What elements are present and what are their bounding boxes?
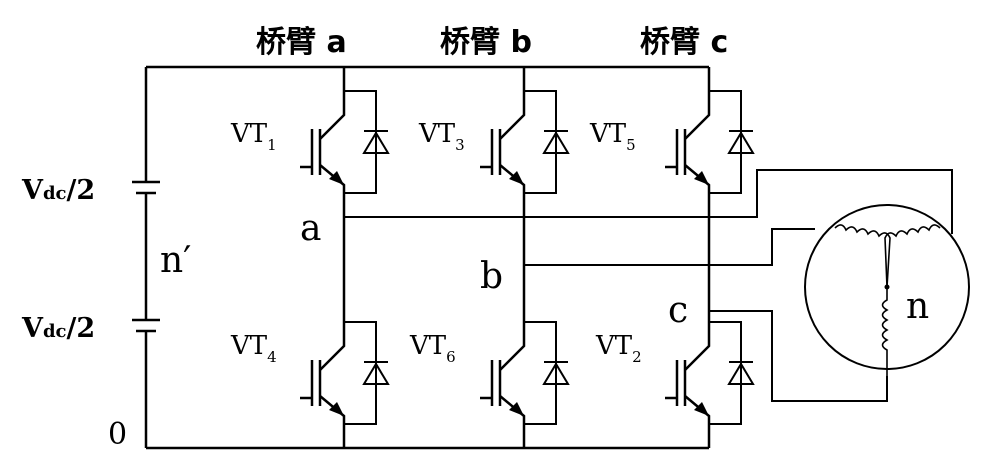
dc-capacitor-lower <box>132 320 160 331</box>
ground-zero-label: 0 <box>108 417 127 452</box>
winding-c <box>883 287 888 376</box>
switch-vt6 <box>480 298 568 448</box>
vt5-label: VT5 <box>589 119 636 154</box>
vdc-upper-label: Vdc/2 <box>21 175 95 206</box>
motor <box>790 205 969 376</box>
switch-vt5 <box>665 67 753 217</box>
node-b-label: b <box>480 256 503 297</box>
phase-b-wire <box>524 229 790 265</box>
switch-vt3 <box>480 67 568 217</box>
winding-a <box>835 225 890 287</box>
vt1-label: VT1 <box>230 119 277 154</box>
vdc-lower-label: Vdc/2 <box>21 313 95 344</box>
motor-neutral-n-label: n <box>906 286 929 327</box>
vt3-label: VT3 <box>418 119 465 154</box>
leg-a-label: 桥臂 a <box>256 25 347 60</box>
switch-vt1 <box>300 67 388 217</box>
node-a-label: a <box>300 208 321 249</box>
vt4-label: VT4 <box>230 331 277 366</box>
midpoint-n-prime-label: n′ <box>160 240 191 281</box>
switch-vt4 <box>300 298 388 448</box>
leg-c-label: 桥臂 c <box>640 25 728 60</box>
phase-c-wire <box>709 311 887 401</box>
neutral-point <box>885 285 890 290</box>
vt2-label: VT2 <box>595 331 642 366</box>
winding-b <box>885 225 940 287</box>
dc-capacitor-upper <box>132 182 160 193</box>
leg-b-label: 桥臂 b <box>440 25 532 60</box>
vt6-label: VT6 <box>409 331 456 366</box>
node-c-label: c <box>668 290 688 331</box>
